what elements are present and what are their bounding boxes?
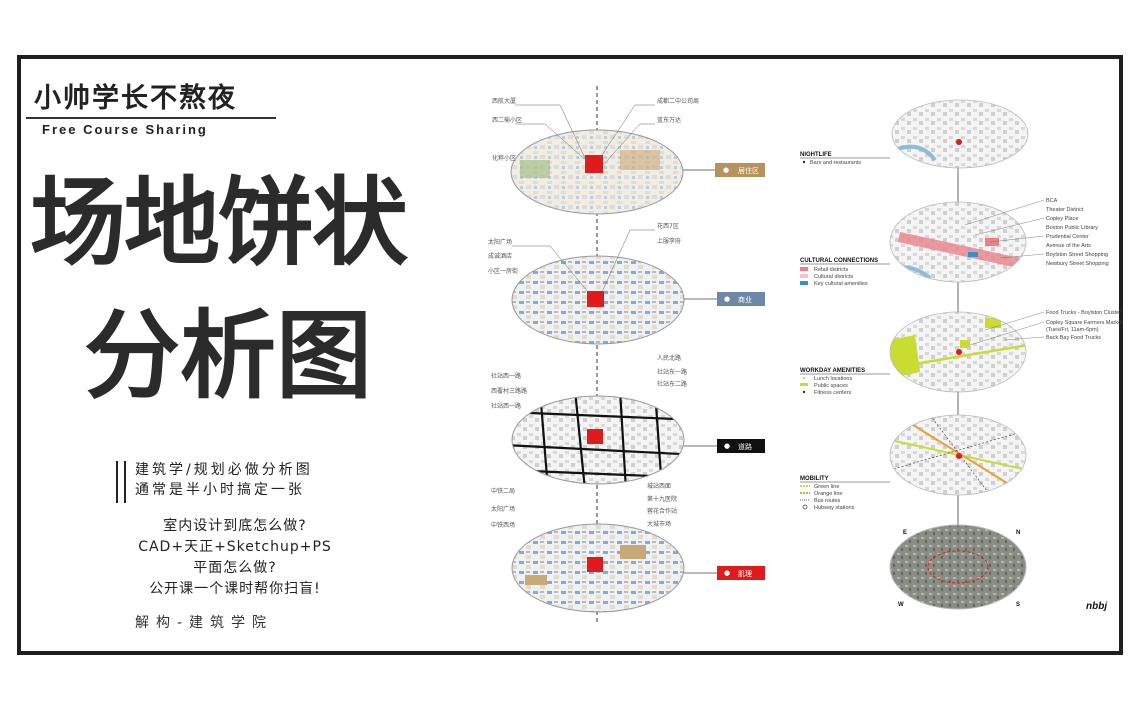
svg-text:Avenue of the Arts: Avenue of the Arts bbox=[1046, 243, 1091, 249]
site-marker bbox=[585, 155, 603, 173]
tag-roads-label: 道路 bbox=[738, 442, 752, 451]
label-l4-g: 大城市场 bbox=[647, 520, 671, 528]
brand-name: 小帅学长不熬夜 bbox=[34, 83, 237, 114]
label-l2-e: 上服李府 bbox=[657, 237, 681, 245]
nbbj-logo: nbbj bbox=[1086, 601, 1107, 612]
svg-text:Newbury Street Shopping: Newbury Street Shopping bbox=[1046, 261, 1109, 267]
footer-credit: 解构-建筑学院 bbox=[135, 615, 274, 631]
label-l4-d: 城站西面 bbox=[647, 482, 671, 490]
label-l1-a: 西航大厦 bbox=[492, 97, 516, 105]
layer-roads-map bbox=[512, 396, 684, 484]
label-l1-b: 西二榆小区 bbox=[492, 116, 522, 124]
workday-callouts: Food Trucks - Boylston Cluster Copley Sq… bbox=[969, 310, 1123, 346]
label-l3-f: 社站东二路 bbox=[657, 380, 687, 388]
question-2: CAD+天正+Sketchup+PS bbox=[138, 539, 332, 555]
question-1: 室内设计到底怎么做? bbox=[163, 518, 307, 534]
heading-workday: WORKDAY AMENITIES bbox=[800, 368, 865, 374]
compass-e: E bbox=[903, 530, 907, 536]
legend-lunch: Lunch locations bbox=[814, 376, 852, 382]
layer-commercial-ellipse bbox=[511, 255, 685, 345]
legend-fitness: Fitness centers bbox=[814, 390, 852, 396]
svg-text:Boylston Street Shopping: Boylston Street Shopping bbox=[1046, 252, 1108, 258]
description-line-2: 通常是半小时搞定一张 bbox=[135, 482, 305, 498]
heading-nightlife: NIGHTLIFE bbox=[800, 152, 832, 158]
tag-texture-label: 肌理 bbox=[738, 570, 752, 578]
tag-commercial bbox=[717, 292, 765, 306]
label-l2-d: 花西7区 bbox=[657, 222, 679, 230]
label-l1-e: 蓝东万达 bbox=[657, 116, 681, 124]
label-l2-a: 太阳广场 bbox=[488, 238, 512, 246]
tag-commercial-dot: ● bbox=[724, 295, 730, 303]
svg-text:Prudential Center: Prudential Center bbox=[1046, 234, 1089, 240]
label-l3-b: 西覆村三路路 bbox=[491, 387, 527, 395]
compass-s: S bbox=[1016, 602, 1020, 608]
legend-bars: Bars and restaurants bbox=[810, 160, 861, 166]
label-l3-e: 社站东一路 bbox=[657, 368, 687, 376]
legend-orange: Orange line bbox=[814, 491, 842, 497]
tag-roads-dot: ● bbox=[724, 442, 730, 450]
label-l3-c: 社站西一路 bbox=[491, 402, 521, 410]
question-4: 公开课一个课时帮你扫盲! bbox=[149, 581, 321, 597]
description-line-1: 建筑学/规划必做分析图 bbox=[135, 462, 313, 478]
label-l4-a: 中铁二局 bbox=[491, 487, 515, 495]
tag-residential bbox=[715, 163, 765, 177]
tag-residential-dot: ● bbox=[723, 166, 729, 174]
right-pie-diagram: E N S W NIGHTLIFE Bars and restaurants C… bbox=[800, 99, 1123, 612]
tag-commercial-label: 商业 bbox=[738, 295, 752, 304]
cultural-callouts: BCA Theater District Copley Place Boston… bbox=[964, 198, 1109, 267]
compass-n: N bbox=[1016, 530, 1020, 536]
compass-w: W bbox=[898, 602, 904, 608]
label-l1-c: 化粹小区 bbox=[492, 154, 516, 162]
layer-roads-ellipse bbox=[511, 395, 685, 485]
svg-text:BCA: BCA bbox=[1046, 198, 1058, 204]
label-l3-a: 社站西一路 bbox=[491, 372, 521, 380]
svg-text:(Tues/Fri, 11am-6pm): (Tues/Fri, 11am-6pm) bbox=[1046, 327, 1099, 333]
site-marker bbox=[587, 291, 604, 307]
legend-retail: Retail districts bbox=[814, 267, 848, 273]
legend-amenities: Key cultural amenities bbox=[814, 281, 868, 287]
layer-texture-ellipse bbox=[511, 523, 685, 613]
label-l4-e: 第十九医院 bbox=[647, 495, 677, 503]
label-l2-b: 成诚酒店 bbox=[488, 252, 512, 260]
label-l4-c: 中铁西场 bbox=[491, 521, 515, 529]
heading-mobility: MOBILITY bbox=[800, 476, 829, 482]
svg-text:Copley Place: Copley Place bbox=[1046, 216, 1078, 222]
svg-text:Theater District: Theater District bbox=[1046, 207, 1084, 213]
svg-text:Food Trucks - Boylston Cluster: Food Trucks - Boylston Cluster bbox=[1046, 310, 1121, 316]
legend-hubway: Hubway stations bbox=[814, 505, 855, 511]
tag-texture bbox=[717, 566, 765, 580]
layer-residential-ellipse bbox=[510, 129, 684, 215]
tag-roads bbox=[717, 439, 765, 453]
question-3: 平面怎么做? bbox=[193, 560, 277, 576]
right-layer-cultural bbox=[890, 202, 1026, 282]
right-layer-satellite bbox=[890, 525, 1026, 609]
title-line-1: 场地饼状 bbox=[30, 167, 408, 279]
legend-cultural: Cultural districts bbox=[814, 274, 853, 280]
site-marker bbox=[587, 557, 603, 572]
label-l4-f: 蓉花合作站 bbox=[647, 507, 677, 515]
description: 建筑学/规划必做分析图 通常是半小时搞定一张 bbox=[135, 460, 313, 500]
brand-tagline: Free Course Sharing bbox=[42, 122, 208, 137]
description-bars bbox=[116, 461, 126, 503]
legend-public: Public spaces bbox=[814, 383, 848, 389]
label-l1-d: 成都二中公司周 bbox=[657, 97, 699, 105]
brand-divider bbox=[26, 117, 276, 119]
svg-text:Copley Square Farmers Market: Copley Square Farmers Market bbox=[1046, 320, 1123, 326]
tag-texture-dot: ● bbox=[724, 569, 730, 577]
legend-green: Green line bbox=[814, 484, 839, 490]
svg-text:Back Bay Food Trucks: Back Bay Food Trucks bbox=[1046, 335, 1101, 341]
label-l4-b: 太阳广场 bbox=[491, 505, 515, 513]
svg-text:Boston Public Library: Boston Public Library bbox=[1046, 225, 1098, 231]
site-marker bbox=[587, 429, 603, 444]
tag-residential-label: 居住区 bbox=[738, 166, 759, 175]
label-l2-c: 小区一房街 bbox=[488, 267, 518, 275]
heading-cultural: CULTURAL CONNECTIONS bbox=[800, 258, 878, 264]
title-line-2: 分析图 bbox=[84, 300, 372, 412]
label-l3-d: 人民北路 bbox=[657, 354, 681, 362]
right-layer-nightlife bbox=[892, 100, 1028, 168]
legend-bus: Bus routes bbox=[814, 498, 841, 504]
left-pie-diagram: ● 居住区 西航大厦 西二榆小区 化粹小区 成都二中公司周 蓝东万达 ● 商业 … bbox=[488, 86, 765, 625]
